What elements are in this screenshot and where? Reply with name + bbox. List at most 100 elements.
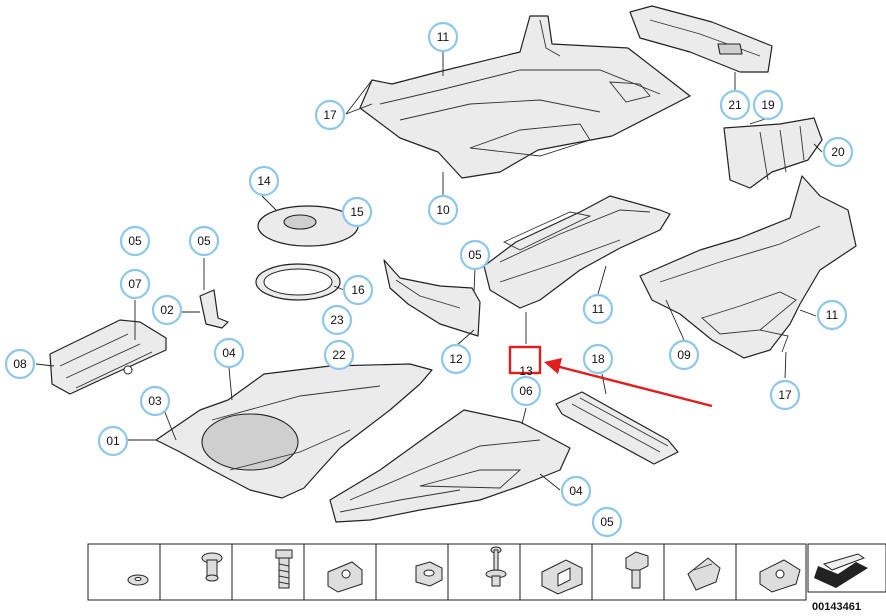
callout-number: 23: [330, 313, 344, 327]
part-16-seal-ring: [255, 263, 341, 301]
callout-1: 17: [314, 99, 346, 131]
callout-number: 10: [436, 203, 450, 217]
part-21-bracket: [629, 5, 773, 73]
callout-22: 17: [769, 379, 801, 411]
callout-number: 04: [222, 346, 236, 360]
spring-clip-icon: [687, 557, 721, 591]
callout-number: 16: [351, 283, 365, 297]
callout-circle: [248, 165, 280, 197]
callout-26: 01: [97, 425, 129, 457]
callout-number: 08: [13, 357, 27, 371]
callout-number: 19: [761, 98, 775, 112]
part-14-round-cover: [257, 205, 359, 247]
callout-7: 15: [341, 196, 373, 228]
callout-4: 20: [822, 136, 854, 168]
callout-number: 05: [468, 248, 482, 262]
flange-screw-icon: [625, 551, 649, 589]
callout-17: 13: [519, 364, 533, 378]
callout-number: 15: [350, 205, 364, 219]
callout-number: 17: [778, 388, 792, 402]
callout-circle: [119, 225, 151, 257]
callout-18: 18: [582, 343, 614, 375]
callout-circle: [591, 506, 623, 538]
callout-0: 11: [427, 21, 459, 53]
retainer-block-icon: [541, 559, 583, 595]
callout-3: 19: [752, 89, 784, 121]
highlight-box: [508, 345, 542, 375]
callout-number: 07: [128, 277, 142, 291]
callout-29: 05: [591, 506, 623, 538]
callout-23: 08: [4, 348, 36, 380]
callout-circle: [342, 274, 374, 306]
part-12-deflector: [383, 259, 481, 337]
washer-icon: [127, 574, 149, 586]
part-19-cover: [723, 117, 823, 189]
speed-nut-icon: [759, 559, 801, 593]
callout-circle: [4, 348, 36, 380]
callout-circle: [440, 343, 472, 375]
callout-number: 20: [831, 145, 845, 159]
part-01-underbody-panel: [155, 363, 433, 499]
callout-28: 04: [560, 475, 592, 507]
callout-14: 22: [323, 339, 355, 371]
callout-number: 12: [449, 352, 463, 366]
callout-15: 05: [459, 239, 491, 271]
callout-circle: [97, 425, 129, 457]
diagram-reference-number: 00143461: [812, 601, 861, 613]
callout-circle: [427, 21, 459, 53]
callout-21: 09: [668, 339, 700, 371]
callout-number: 22: [332, 348, 346, 362]
part-08-bracket: [49, 319, 167, 395]
callout-circle: [719, 89, 751, 121]
callout-circle: [119, 268, 151, 300]
callout-circle: [560, 475, 592, 507]
callout-number: 11: [826, 308, 839, 322]
callout-5: 10: [427, 194, 459, 226]
callout-10: 07: [119, 268, 151, 300]
callout-circle: [323, 339, 355, 371]
callout-circle: [321, 304, 353, 336]
callout-number: 21: [728, 98, 742, 112]
part-underbody-front-panel: [359, 15, 691, 179]
leader-lines: [35, 50, 823, 491]
callout-circle: [188, 225, 220, 257]
callout-number: 13: [519, 364, 533, 378]
callout-number: 11: [437, 30, 450, 44]
callout-circle: [427, 194, 459, 226]
part-09-underbody-panel: [639, 175, 857, 359]
callout-circle: [582, 343, 614, 375]
bolt-icon: [275, 549, 293, 589]
part-02-clip: [199, 289, 229, 329]
hex-nut-icon: [415, 561, 443, 587]
callout-number: 09: [677, 348, 691, 362]
callout-circle: [459, 239, 491, 271]
callout-27: 06: [510, 375, 542, 407]
push-rivet-icon: [201, 552, 223, 582]
callout-circle: [314, 99, 346, 131]
callout-number: 05: [197, 234, 211, 248]
callout-number: 01: [106, 434, 120, 448]
callout-12: 16: [342, 274, 374, 306]
callout-19: 11: [582, 293, 614, 325]
callout-number: 14: [257, 174, 271, 188]
part-18-grille: [555, 391, 679, 465]
callout-number: 17: [323, 108, 337, 122]
callout-circle: [769, 379, 801, 411]
clip-nut-icon: [327, 561, 363, 593]
callout-20: 11: [816, 299, 848, 331]
callout-circle: [822, 136, 854, 168]
callout-number: 18: [591, 352, 605, 366]
callout-2: 21: [719, 89, 751, 121]
callout-number: 11: [592, 302, 605, 316]
callout-circle: [213, 337, 245, 369]
callout-circle: [582, 293, 614, 325]
callout-number: 03: [148, 394, 162, 408]
callout-number: 05: [600, 515, 614, 529]
callout-11: 02: [151, 294, 183, 326]
callout-number: 06: [519, 384, 533, 398]
part-13-underbody-panel: [483, 195, 671, 309]
callout-number: 02: [160, 303, 174, 317]
part-06-underbody-panel: [329, 409, 571, 523]
callout-number: 05: [128, 234, 142, 248]
